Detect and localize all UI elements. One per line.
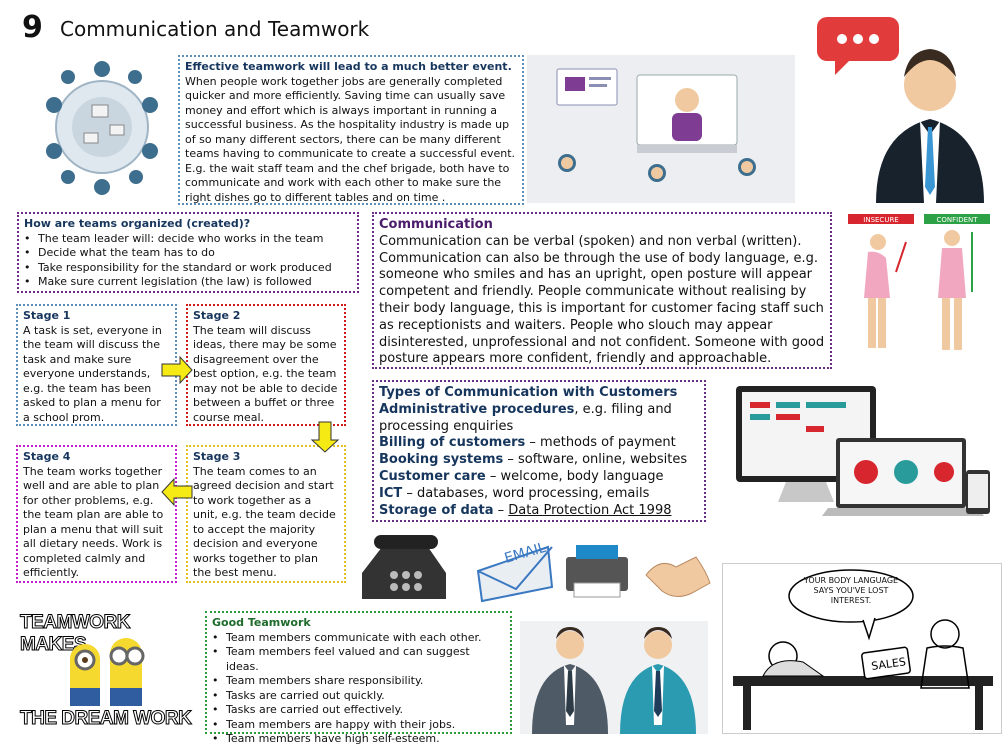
list-item: Take responsibility for the standard or … (24, 261, 352, 276)
data-protection-link[interactable]: Data Protection Act 1998 (508, 502, 672, 518)
list-item: Tasks are carried out quickly. (212, 689, 505, 704)
stage-4-text: The team works together well and are abl… (23, 464, 164, 580)
list-item: The team leader will: decide who works i… (24, 232, 352, 247)
types-row: ICT – databases, word processing, emails (379, 485, 650, 501)
good-teamwork-heading: Good Teamwork (212, 616, 311, 629)
communication-text: Communication can be verbal (spoken) and… (379, 233, 825, 367)
list-item: Make sure current legislation (the law) … (24, 275, 352, 290)
online-meeting-image (527, 55, 795, 203)
types-row: Billing of customers – methods of paymen… (379, 435, 676, 451)
good-teamwork-box: Good Teamwork Team members communicate w… (205, 611, 512, 746)
communication-heading: Communication (379, 217, 493, 232)
page-title: Communication and Teamwork (60, 17, 370, 41)
stage-1-box: Stage 1 A task is set, everyone in the t… (16, 304, 177, 426)
types-heading: Types of Communication with Customers (379, 385, 678, 400)
posture-image: INSECURE CONFIDENT (846, 212, 996, 372)
teams-organized-heading: How are teams organized (created)? (24, 217, 251, 230)
posture-insecure-label: INSECURE (863, 216, 898, 224)
meme-bottom-text: THE DREAM WORK (19, 708, 192, 730)
types-row: Booking systems – software, online, webs… (379, 452, 688, 468)
stage-1-text: A task is set, everyone in the team will… (23, 323, 162, 424)
teams-organized-list: The team leader will: decide who works i… (24, 232, 352, 290)
types-row: Customer care – welcome, body language (379, 468, 664, 484)
posture-confident-label: CONFIDENT (936, 216, 978, 224)
speaking-person-image (812, 5, 1002, 203)
stage-1-heading: Stage 1 (23, 309, 71, 322)
stage-2-box: Stage 2 The team will discuss ideas, the… (186, 304, 346, 426)
teamwork-meme-image: TEAMWORK MAKES THE DREAM WORK (16, 608, 198, 734)
arrow-right-icon (161, 355, 193, 385)
types-row: Storage of data – Data Protection Act 19… (379, 502, 672, 518)
list-item: Team members share responsibility. (212, 674, 505, 689)
arrow-down-icon (310, 421, 340, 453)
office-equipment-image: EMAIL (356, 527, 718, 607)
stage-3-box: Stage 3 The team comes to an agreed deci… (186, 445, 346, 583)
stage-2-text: The team will discuss ideas, there may b… (193, 323, 338, 424)
cartoon-speech-text: YOUR BODY LANGUAGE SAYS YOU'VE LOST INTE… (803, 576, 899, 605)
page-number: 9 (22, 10, 43, 45)
booking-devices-image (716, 378, 1000, 528)
types-row: Administrative procedures, e.g. filing a… (379, 401, 672, 434)
stage-4-box: Stage 4 The team works together well and… (16, 445, 177, 583)
list-item: Team members communicate with each other… (212, 631, 505, 646)
stage-3-heading: Stage 3 (193, 450, 241, 463)
list-item: Team members have high self-esteem. (212, 732, 505, 747)
effective-teamwork-heading: Effective teamwork will lead to a much b… (185, 60, 512, 73)
stage-4-heading: Stage 4 (23, 450, 71, 463)
meme-top-text: TEAMWORK MAKES (20, 612, 131, 656)
teamwork-meeting-image (40, 55, 165, 200)
list-item: Team members are happy with their jobs. (212, 718, 505, 733)
arrow-left-icon (161, 477, 193, 507)
stage-2-heading: Stage 2 (193, 309, 241, 322)
two-colleagues-image (520, 621, 708, 734)
list-item: Tasks are carried out effectively. (212, 703, 505, 718)
communication-box: Communication Communication can be verba… (372, 212, 832, 369)
stage-3-text: The team comes to an agreed decision and… (193, 464, 336, 580)
types-of-communication-box: Types of Communication with Customers Ad… (372, 380, 706, 522)
teams-organized-box: How are teams organized (created)? The t… (17, 212, 359, 293)
effective-teamwork-box: Effective teamwork will lead to a much b… (178, 55, 524, 205)
good-teamwork-list: Team members communicate with each other… (212, 631, 505, 747)
list-item: Decide what the team has to do (24, 246, 352, 261)
effective-teamwork-text: When people work together jobs are gener… (185, 74, 516, 204)
list-item: Team members feel valued and can suggest… (212, 645, 505, 674)
body-language-cartoon-image: YOUR BODY LANGUAGE SAYS YOU'VE LOST INTE… (722, 563, 1002, 734)
cartoon-sales-label: SALES (870, 655, 906, 673)
